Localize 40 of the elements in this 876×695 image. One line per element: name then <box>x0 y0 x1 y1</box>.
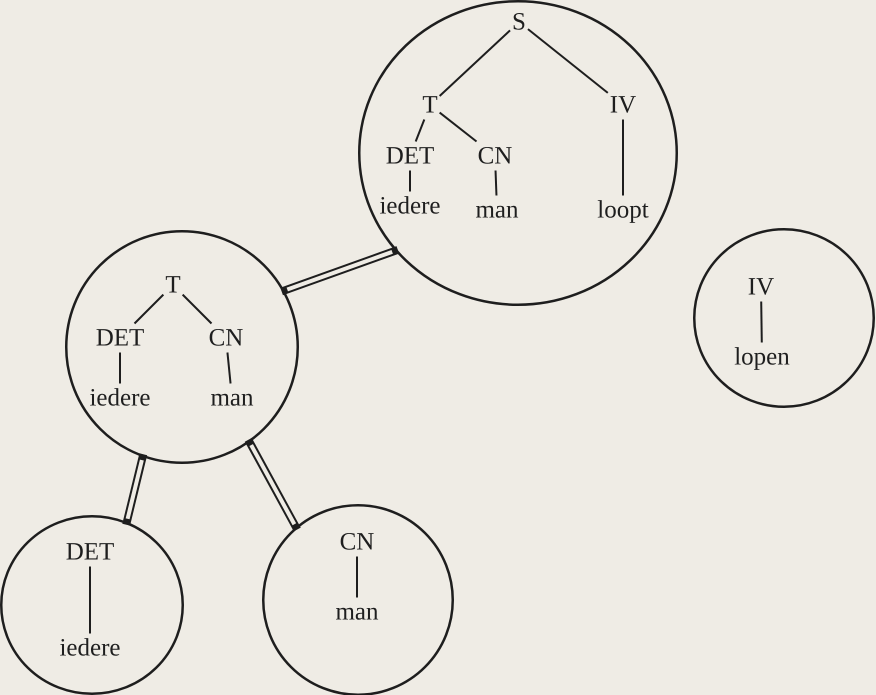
tree-branch <box>438 30 511 97</box>
tree-label: DET <box>386 144 434 168</box>
circle-node <box>358 0 678 306</box>
tree-label: lopen <box>734 344 790 370</box>
tree-label: DET <box>66 540 114 564</box>
double-line <box>244 438 301 532</box>
circle-node <box>693 228 875 408</box>
tree-branch <box>119 352 121 384</box>
tree-label: CN <box>478 144 512 168</box>
tree-label: iedere <box>59 636 121 660</box>
tree-label: T <box>165 272 181 298</box>
tree-label: IV <box>610 92 636 118</box>
tree-branch <box>226 352 232 384</box>
tree-label: T <box>422 92 438 118</box>
tree-label: S <box>512 10 526 34</box>
tree-branch <box>760 301 763 343</box>
circle-node <box>65 230 299 464</box>
tree-label: IV <box>748 274 774 300</box>
tree-label: iedere <box>379 194 441 218</box>
tree-label: CN <box>208 326 244 350</box>
tree-branch <box>182 294 212 324</box>
tree-branch <box>89 566 91 634</box>
tree-branch <box>622 120 624 196</box>
tree-branch <box>356 556 358 598</box>
tree-label: man <box>210 386 254 410</box>
tree-branch <box>414 119 426 142</box>
double-line <box>280 246 400 296</box>
tree-label: man <box>335 600 379 624</box>
double-line <box>122 453 148 526</box>
tree-branch <box>439 112 478 142</box>
tree-branch <box>527 28 608 94</box>
tree-branch <box>494 170 498 196</box>
circle-node <box>0 515 184 695</box>
tree-label: CN <box>340 530 374 554</box>
tree-label: DET <box>96 326 144 350</box>
tree-branch <box>409 170 411 192</box>
tree-label: man <box>475 198 519 222</box>
tree-label: iedere <box>89 386 151 410</box>
tree-label: loopt <box>597 198 649 222</box>
tree-branch <box>134 294 164 324</box>
